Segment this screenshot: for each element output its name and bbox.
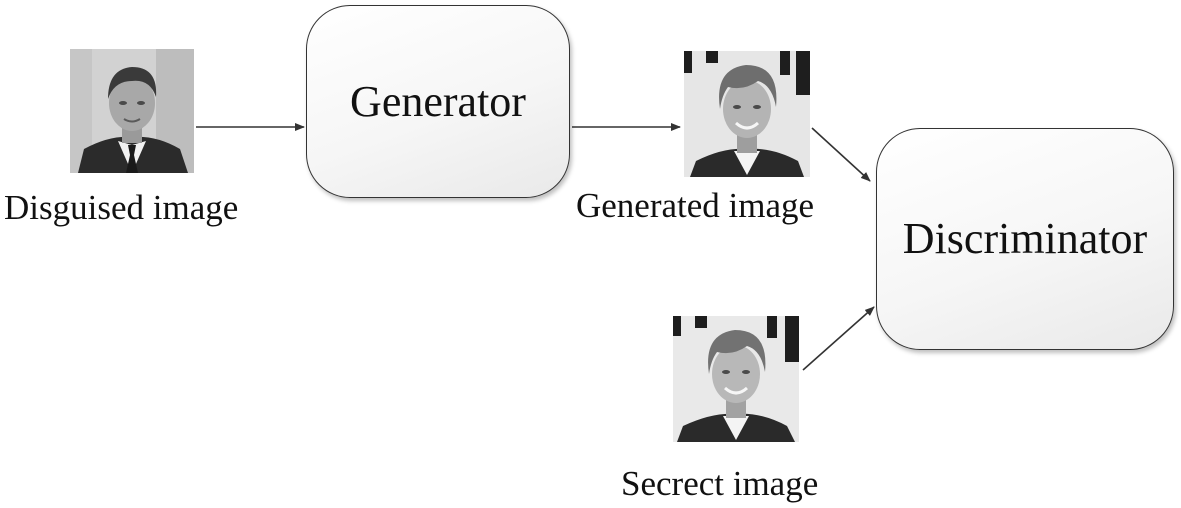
disguised-image-caption: Disguised image (4, 188, 239, 227)
generator-label: Generator (350, 76, 526, 126)
young-man-portrait (673, 316, 799, 442)
generated-image-photo (684, 51, 810, 177)
secret-image-caption: Secrect image (621, 464, 819, 503)
arrow-secret-to-discriminator (802, 306, 875, 371)
man-in-suit-portrait (70, 49, 194, 173)
generator-box: Generator (306, 5, 570, 198)
generated-image-caption: Generated image (576, 186, 815, 225)
disguised-image-photo (70, 49, 194, 173)
secret-image-photo (673, 316, 799, 442)
arrow-generated-to-discriminator (811, 127, 871, 182)
discriminator-label: Discriminator (902, 214, 1148, 263)
discriminator-box: Discriminator (876, 128, 1174, 350)
young-man-portrait (684, 51, 810, 177)
